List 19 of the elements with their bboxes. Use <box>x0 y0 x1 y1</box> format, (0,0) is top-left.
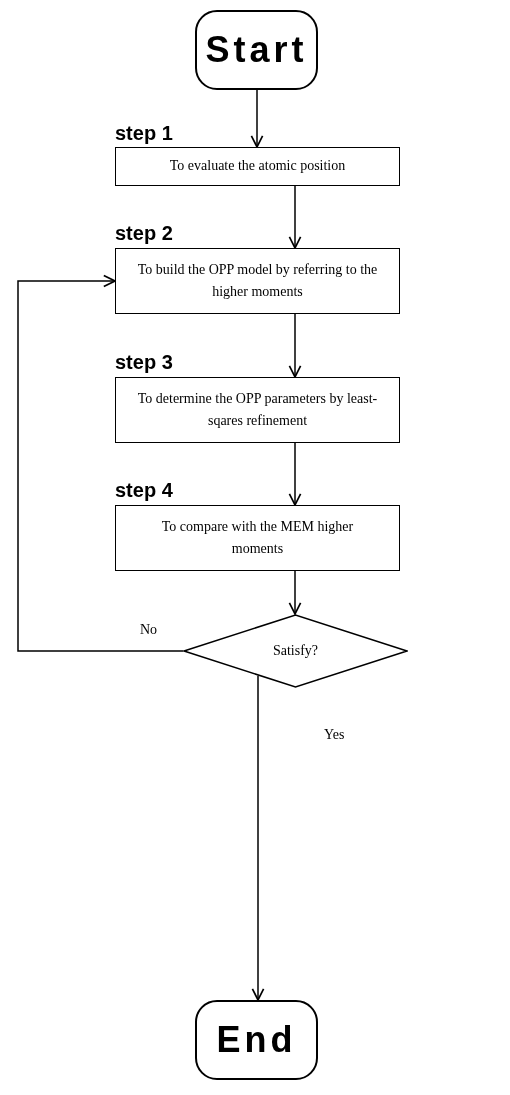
step-label: step 1 <box>115 122 173 145</box>
step-label: step 4 <box>115 479 173 502</box>
arrow <box>251 674 265 1001</box>
arrow <box>250 89 264 148</box>
arrow <box>288 442 302 506</box>
arrow <box>288 313 302 378</box>
arrow <box>17 274 184 652</box>
terminal-box: Start <box>195 10 318 90</box>
arrow <box>288 185 302 249</box>
arrow <box>288 570 302 615</box>
terminal-box: End <box>195 1000 318 1080</box>
process-box: To evaluate the atomic position <box>115 147 400 186</box>
decision-diamond <box>183 614 408 688</box>
step-label: step 2 <box>115 222 173 245</box>
decision-text: Satisfy? <box>272 643 319 659</box>
process-box: To determine the OPP parameters by least-sqares refinement <box>115 377 400 443</box>
step-label: step 3 <box>115 351 173 374</box>
process-box: To build the OPP model by referring to the higher moments <box>115 248 400 314</box>
process-box: To compare with the MEM higher moments <box>115 505 400 571</box>
